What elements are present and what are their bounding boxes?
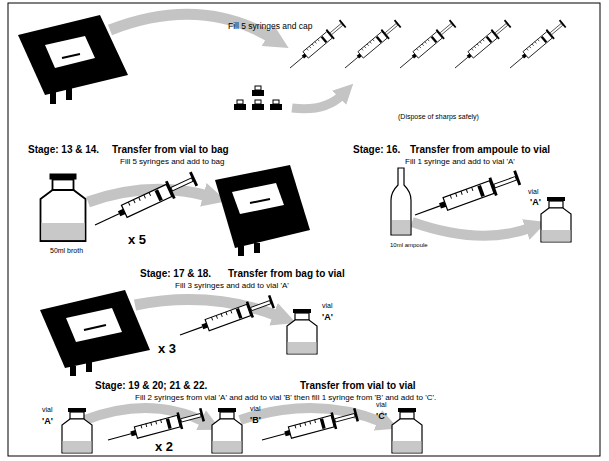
vial-letter: 'C' <box>376 411 387 421</box>
instruction-note: Fill 3 syringes and add to vial 'A' <box>175 281 289 290</box>
repeat-count: x 3 <box>158 342 176 357</box>
stage-heading: Transfer from vial to vial <box>300 380 416 392</box>
stage-number: Stage: 16. <box>353 144 400 156</box>
instruction-note: Fill 1 syringe and add to vial 'A' <box>405 157 515 166</box>
stage-number: Stage: 19 & 20; 21 & 22. <box>95 380 207 392</box>
container-label: 10ml ampoule <box>390 242 428 249</box>
stage-heading: Transfer from ampoule to vial <box>410 144 550 156</box>
vial-label: vial <box>322 302 333 310</box>
repeat-count: x 5 <box>128 233 146 248</box>
container-label: 50ml broth <box>50 247 83 255</box>
vial-label: vial <box>42 406 53 414</box>
instruction-note: Fill 5 syringes and add to bag <box>120 157 225 166</box>
stage-number: Stage: 17 & 18. <box>140 268 211 280</box>
instruction-note: Fill 5 syringes and cap <box>228 22 313 32</box>
vial-letter: 'A' <box>322 312 333 322</box>
vial-label: vial <box>528 188 539 196</box>
stage-number: Stage: 13 & 14. <box>28 144 99 156</box>
repeat-count: x 2 <box>155 440 173 455</box>
vial-letter: 'A' <box>42 416 53 426</box>
stage-heading: Transfer from bag to vial <box>228 268 345 280</box>
vial-letter: 'B' <box>250 415 261 425</box>
vial-label: vial <box>250 405 261 413</box>
vial-label: vial <box>376 401 387 409</box>
safety-note: (Dispose of sharps safely) <box>398 113 479 121</box>
vial-letter: 'A' <box>530 197 541 207</box>
stage-heading: Transfer from vial to bag <box>112 144 229 156</box>
instruction-note: Fill 2 syringes from vial 'A' and add to… <box>135 393 436 402</box>
